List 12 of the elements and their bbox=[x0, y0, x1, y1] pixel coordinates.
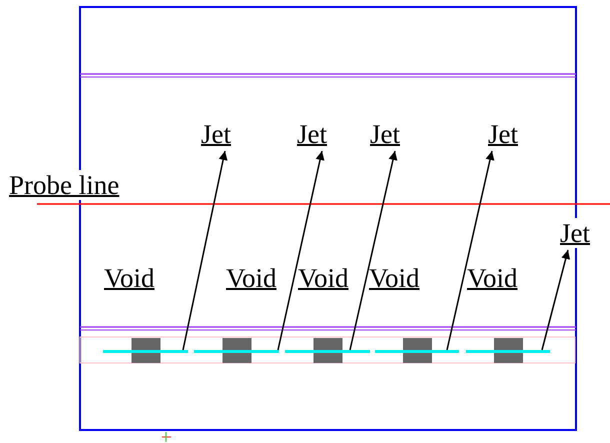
arrow bbox=[277, 150, 324, 350]
arrow bbox=[446, 150, 494, 350]
nozzle-bar bbox=[375, 350, 459, 353]
nozzle-bar bbox=[103, 350, 188, 353]
arrow bbox=[182, 150, 228, 350]
jet-label: Jet bbox=[560, 218, 590, 248]
probe-line-label: Probe line bbox=[9, 170, 120, 200]
arrow bbox=[349, 150, 398, 350]
arrow bbox=[541, 250, 570, 350]
nozzle-bar bbox=[194, 350, 279, 353]
nozzle-bar bbox=[466, 350, 550, 353]
nozzle-bar bbox=[285, 350, 370, 353]
